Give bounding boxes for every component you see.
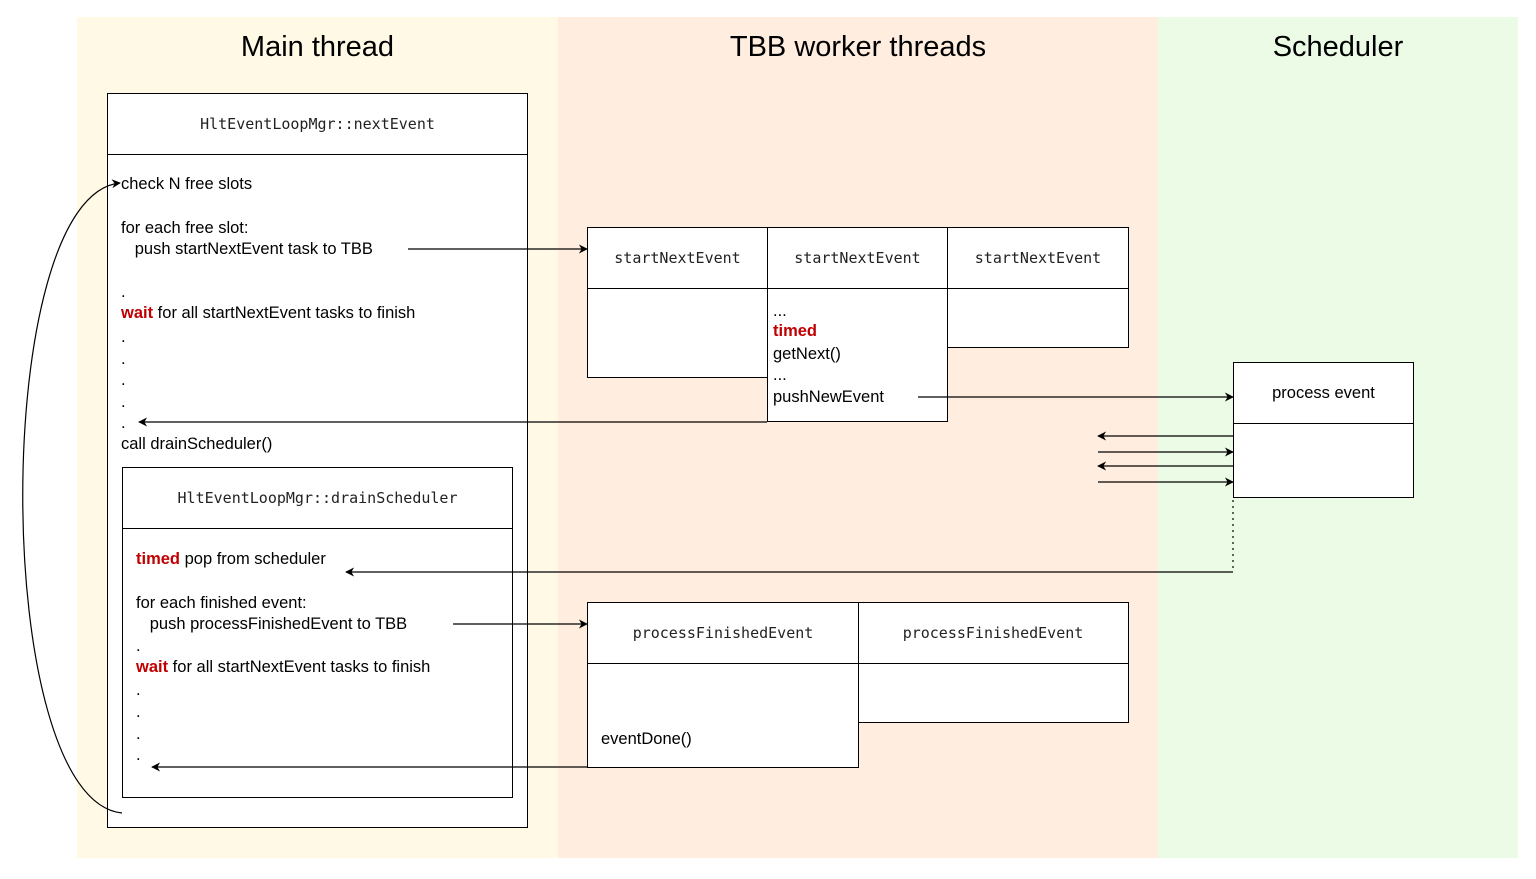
finished-task-header: processFinishedEvent bbox=[588, 603, 858, 664]
start-task-box-3: startNextEvent bbox=[947, 227, 1129, 348]
dot-line: . bbox=[121, 283, 126, 301]
timed-keyword: timed bbox=[136, 550, 181, 568]
push-new-event-text: pushNewEvent bbox=[773, 388, 884, 406]
next-event-header: HltEventLoopMgr::nextEvent bbox=[108, 94, 527, 155]
lane-title-main: Main thread bbox=[240, 31, 395, 63]
dot-line: . bbox=[121, 393, 126, 411]
wait-keyword: wait bbox=[121, 304, 154, 322]
ellipsis-text: ... bbox=[773, 302, 787, 320]
lane-title-tbb: TBB worker threads bbox=[729, 31, 987, 63]
wait-line-2: wait for all startNextEvent tasks to fin… bbox=[136, 658, 430, 677]
finished-task-box-2: processFinishedEvent bbox=[857, 602, 1129, 723]
wait-line-1: wait for all startNextEvent tasks to fin… bbox=[121, 304, 415, 323]
dot-line: . bbox=[121, 328, 126, 346]
dot-line: . bbox=[121, 414, 126, 432]
wait-keyword: wait bbox=[136, 658, 169, 676]
for-each-free-text: for each free slot: bbox=[121, 219, 249, 237]
call-drain-text: call drainScheduler() bbox=[121, 435, 273, 453]
pop-rest-text: pop from scheduler bbox=[180, 550, 326, 568]
dot-line: . bbox=[121, 350, 126, 368]
wait-rest-text: for all startNextEvent tasks to finish bbox=[153, 304, 416, 322]
dot-line: . bbox=[136, 725, 141, 743]
drain-scheduler-header: HltEventLoopMgr::drainScheduler bbox=[123, 468, 512, 529]
drain-scheduler-box: HltEventLoopMgr::drainScheduler bbox=[122, 467, 513, 798]
finished-task-box-1: processFinishedEvent bbox=[587, 602, 859, 768]
push-start-text: push startNextEvent task to TBB bbox=[121, 240, 373, 258]
dot-line: . bbox=[136, 703, 141, 721]
start-task-header: startNextEvent bbox=[768, 228, 947, 289]
process-event-header: process event bbox=[1234, 363, 1413, 424]
event-done-text: eventDone() bbox=[601, 730, 692, 748]
start-task-header: startNextEvent bbox=[948, 228, 1128, 289]
dot-line: . bbox=[136, 637, 141, 655]
wait-rest-text: for all startNextEvent tasks to finish bbox=[168, 658, 431, 676]
finished-task-header: processFinishedEvent bbox=[858, 603, 1128, 664]
ellipsis-text: ... bbox=[773, 366, 787, 384]
start-task-box-2: startNextEvent bbox=[767, 227, 948, 422]
scheduler-process-box: process event bbox=[1233, 362, 1414, 498]
start-task-box-1: startNextEvent bbox=[587, 227, 768, 378]
dot-line: . bbox=[121, 371, 126, 389]
for-each-finished-text: for each finished event: bbox=[136, 594, 307, 612]
dot-line: . bbox=[136, 681, 141, 699]
push-process-text: push processFinishedEvent to TBB bbox=[136, 615, 408, 633]
dot-line: . bbox=[136, 746, 141, 764]
start-task-header: startNextEvent bbox=[588, 228, 767, 289]
timed-keyword: timed bbox=[773, 322, 818, 340]
timed-pop-line: timed pop from scheduler bbox=[136, 550, 326, 569]
lane-title-scheduler: Scheduler bbox=[1272, 31, 1404, 63]
get-next-text: getNext() bbox=[773, 345, 841, 363]
check-slots-text: check N free slots bbox=[121, 175, 253, 193]
